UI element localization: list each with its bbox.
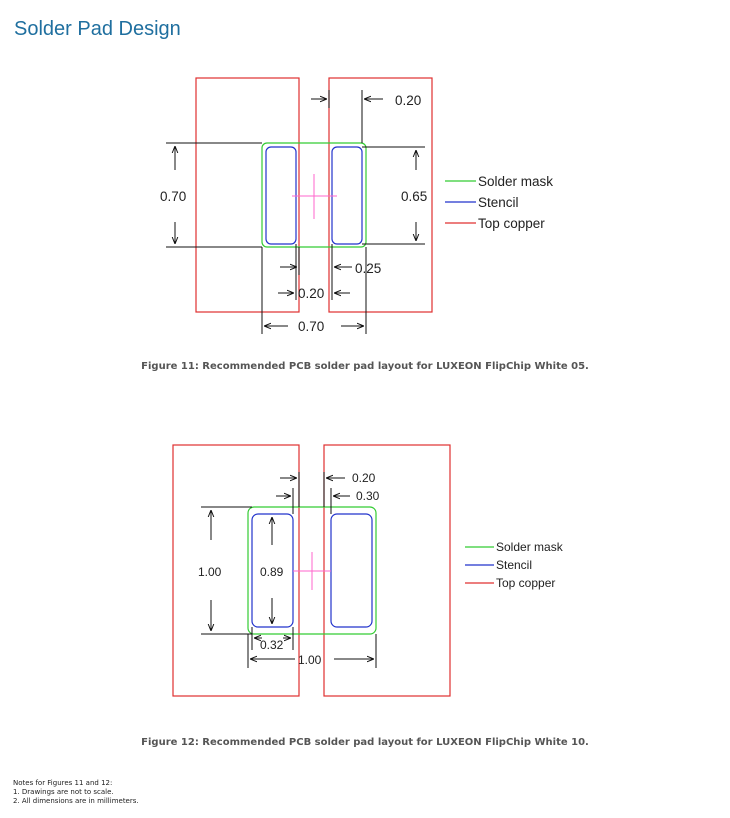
legend-stencil-label: Stencil (496, 558, 532, 572)
dim-inner-gap (280, 244, 352, 275)
figure-11-caption: Figure 11: Recommended PCB solder pad la… (141, 361, 589, 372)
label-top-gap: 0.20 (352, 471, 376, 485)
figure-11-legend: Solder mask Stencil Top copper (445, 174, 553, 231)
center-mark (293, 552, 331, 590)
top-copper-right (328, 77, 433, 313)
top-copper-right (323, 444, 451, 697)
stencil-pad-left (265, 146, 297, 245)
notes-heading: Notes for Figures 11 and 12: (13, 779, 113, 787)
notes-item: 2. All dimensions are in millimeters. (13, 797, 139, 805)
dim-bottom-width (261, 247, 367, 334)
dim-right-height (362, 146, 425, 245)
label-bottom-width: 0.70 (298, 319, 324, 334)
solder-mask-outline (247, 506, 377, 635)
figure-12-legend: Solder mask Stencil Top copper (465, 540, 564, 590)
label-top-gap2: 0.30 (356, 489, 380, 503)
legend-solder-mask-label: Solder mask (478, 174, 553, 189)
dim-left-height (201, 506, 252, 635)
dim-pad-gap (278, 244, 350, 300)
dim-top-gap (311, 90, 383, 143)
label-bottom-width: 1.00 (298, 653, 322, 667)
solder-mask-outline (261, 142, 367, 248)
label-top-right: 0.20 (395, 93, 421, 108)
legend-stencil-label: Stencil (478, 195, 519, 210)
figure-12-caption: Figure 12: Recommended PCB solder pad la… (141, 737, 589, 748)
label-stencil-width: 0.32 (260, 638, 284, 652)
label-left-height: 1.00 (198, 565, 222, 579)
notes: Notes for Figures 11 and 12: 1. Drawings… (13, 779, 139, 806)
page-title: Solder Pad Design (14, 18, 181, 40)
legend-top-copper-label: Top copper (478, 216, 545, 231)
dim-top-gaps (276, 472, 350, 514)
legend-solder-mask-label: Solder mask (496, 540, 564, 554)
top-copper-left (195, 77, 300, 313)
legend-top-copper-label: Top copper (496, 576, 555, 590)
center-mark (292, 174, 337, 219)
label-left-height: 0.70 (160, 189, 186, 204)
dim-left-height (166, 142, 262, 248)
figure-11: 0.20 0.70 0.65 0.25 0.20 0.70 Solder mas… (160, 77, 553, 334)
label-right-height: 0.65 (401, 189, 427, 204)
dim-bottom-width (247, 634, 377, 668)
label-stencil-height: 0.89 (260, 565, 284, 579)
notes-item: 1. Drawings are not to scale. (13, 788, 114, 796)
dim-stencil-width (251, 627, 294, 650)
stencil-pad-right (330, 513, 373, 628)
label-pad-gap: 0.20 (298, 286, 324, 301)
label-inner-gap: 0.25 (355, 261, 381, 276)
figure-12: 0.20 0.30 1.00 0.89 0.32 1.00 Solder mas… (172, 444, 564, 697)
